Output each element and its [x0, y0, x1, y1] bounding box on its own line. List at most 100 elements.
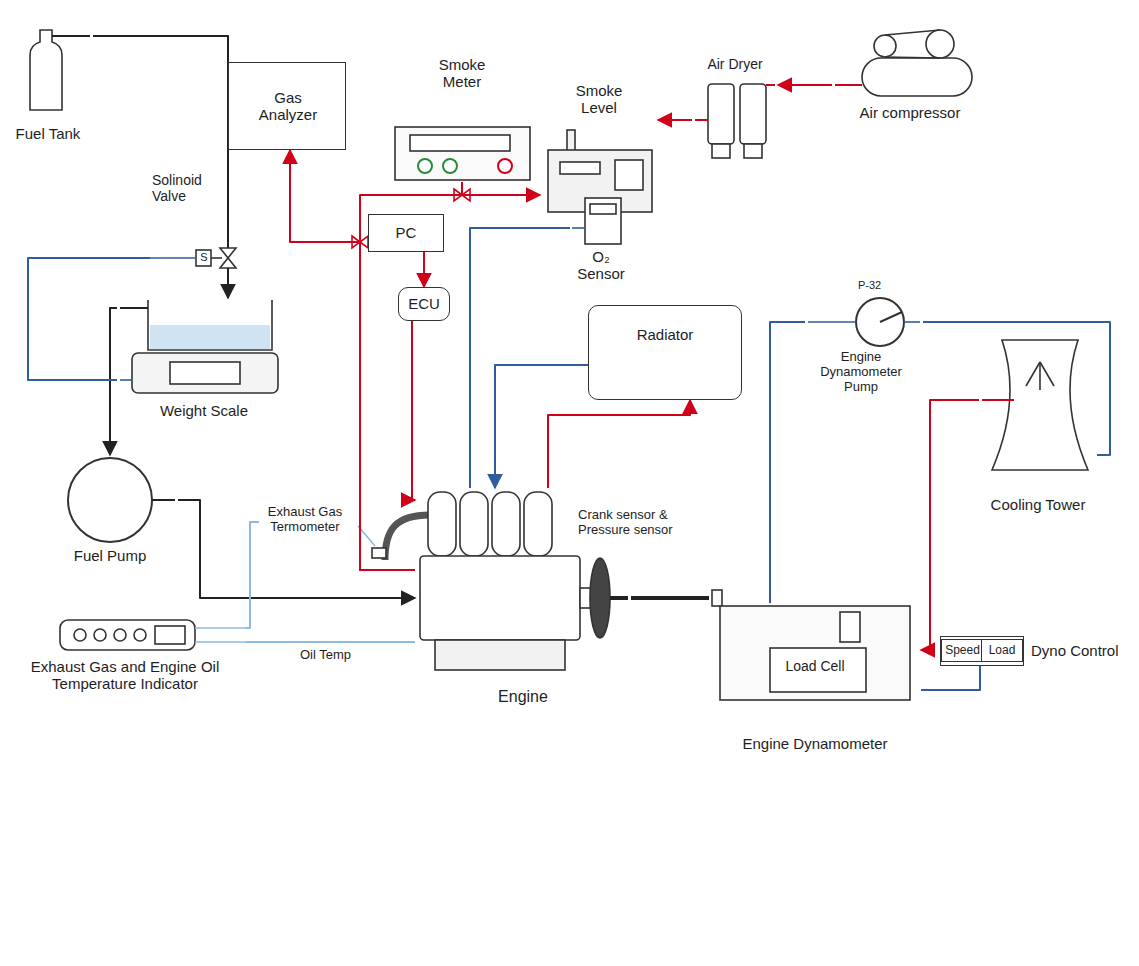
- weight-scale-symbol: [170, 362, 240, 384]
- speed-display: Speed: [941, 639, 984, 662]
- node-label: Gas Analyzer: [245, 89, 331, 124]
- fuel-tank-bottle: [52, 35, 90, 37]
- air-dryer-device: [766, 84, 775, 86]
- engine-illustration: [385, 515, 430, 560]
- node-label: Load: [982, 644, 1022, 658]
- air-compressor-device: [862, 58, 972, 96]
- pipe-connector: [412, 321, 415, 500]
- solenoid-valve-symbol: [220, 248, 236, 268]
- radiator-box: Radiator: [588, 305, 742, 400]
- o2-sensor-device: [585, 198, 621, 244]
- pipe-connector: [178, 500, 415, 598]
- air-dryer-device: [744, 144, 762, 158]
- node-label: PC: [369, 224, 443, 241]
- node-label: Fuel Tank: [3, 125, 93, 142]
- pipe-connector: [227, 272, 229, 298]
- pipe-connector: [495, 365, 588, 488]
- node-label: Solinoid Valve: [152, 172, 216, 204]
- node-label: Cooling Tower: [979, 496, 1097, 513]
- air-dryer-device: [695, 84, 775, 158]
- pipe-connector: [921, 400, 979, 650]
- pipe-connector: [923, 322, 1110, 455]
- gas-analyzer-box: Gas Analyzer: [228, 62, 346, 150]
- air-dryer-device: [708, 84, 734, 144]
- smoke-meter-device: [418, 159, 432, 173]
- weight-scale: Weight Scale: [117, 298, 291, 422]
- engine-illustration: [492, 492, 520, 556]
- node-label: Engine Dynamometer: [709, 735, 921, 752]
- fuel-pump-symbol: [68, 458, 152, 542]
- smoke-meter: Smoke Meter: [392, 56, 532, 182]
- engine-illustration: [610, 596, 628, 600]
- temperature-indicator-device: [195, 627, 246, 629]
- node-label: Exhaust Gas and Engine Oil Temperature I…: [7, 658, 243, 693]
- cooling-tower: Cooling Tower: [979, 330, 1097, 518]
- engine-illustration: [428, 492, 456, 556]
- fuel-tank-bottle: [30, 30, 90, 110]
- dynamometer-illustration: [720, 606, 910, 700]
- cooling-tower-symbol: [1040, 362, 1054, 386]
- exhaust-thermometer: Exhaust Gas Termometer: [259, 505, 357, 541]
- smoke-meter-device: [395, 127, 530, 180]
- node-label: Air compressor: [832, 104, 988, 121]
- dynamometer-pump-symbol: [904, 321, 920, 323]
- node-label: Engine: [415, 688, 631, 706]
- dynamometer-pump-symbol: [808, 298, 920, 346]
- air-compressor-device: [874, 35, 896, 57]
- smoke-level-device: [615, 160, 643, 190]
- o2-sensor-device: [572, 198, 621, 244]
- temperature-indicator-device: [74, 629, 86, 641]
- smoke-meter-device: [443, 159, 457, 173]
- dynamometer-illustration: [712, 590, 722, 606]
- pipe-connector: [462, 182, 540, 195]
- node-label: Smoke Meter: [422, 56, 502, 91]
- pipe-connector: [770, 322, 805, 603]
- temperature-indicator-device: [195, 641, 246, 643]
- sensor-note: Oil Temp: [300, 648, 351, 663]
- temperature-indicator-device: [134, 629, 146, 641]
- solenoid-valve: Solinoid Valve: [150, 172, 245, 272]
- air-dryer-device: [740, 84, 766, 144]
- dynamometer-pump-symbol: [880, 312, 902, 322]
- pipe-connector: [360, 195, 540, 570]
- fuel-pump: Fuel Pump: [42, 455, 178, 567]
- pipe-connector: [470, 228, 570, 488]
- solenoid-valve-symbol: [211, 257, 222, 259]
- engine-illustration: [460, 492, 488, 556]
- pipe-connector: [28, 258, 150, 380]
- node-label: Dyno Control: [1031, 642, 1119, 659]
- weight-scale-symbol: [120, 379, 132, 381]
- pipe-connector: [778, 84, 832, 86]
- solenoid-valve-symbol: [150, 172, 236, 272]
- air-dryer-device: [712, 144, 730, 158]
- engine-dynamometer: Load CellEngine Dynamometer: [709, 603, 921, 773]
- part-tag: P-32: [858, 279, 881, 292]
- solenoid-valve-symbol: [227, 172, 229, 248]
- node-label: ECU: [399, 295, 449, 312]
- node-label: Speed: [942, 644, 983, 658]
- fuel-pump-symbol: [152, 499, 175, 501]
- pipe-connector: [246, 522, 259, 628]
- pipe-connector: [548, 400, 690, 488]
- fuel-tank: Fuel Tank: [3, 25, 93, 145]
- cooling-tower-symbol: [982, 340, 1088, 470]
- engine-illustration: [420, 556, 580, 640]
- engine-illustration: [435, 640, 565, 670]
- engine-illustration: [524, 492, 552, 556]
- node-label: Load Cell: [709, 658, 921, 674]
- o2-sensor-device: [572, 227, 585, 229]
- pipe-connector: [631, 596, 709, 600]
- dyno-control-box: SpeedLoadDyno Control: [940, 636, 1024, 666]
- fuel-tank-bottle: [30, 30, 62, 110]
- o2-sensor: O₂ Sensor: [570, 196, 636, 288]
- solenoid-valve-symbol: [227, 268, 229, 272]
- solenoid-valve-symbol: [150, 257, 196, 259]
- pipe-connector: [921, 666, 980, 690]
- solenoid-valve-symbol: [196, 250, 211, 266]
- o2-sensor-device: [590, 204, 616, 214]
- temperature-indicator-device: [155, 626, 185, 644]
- smoke-meter-device: [410, 135, 510, 151]
